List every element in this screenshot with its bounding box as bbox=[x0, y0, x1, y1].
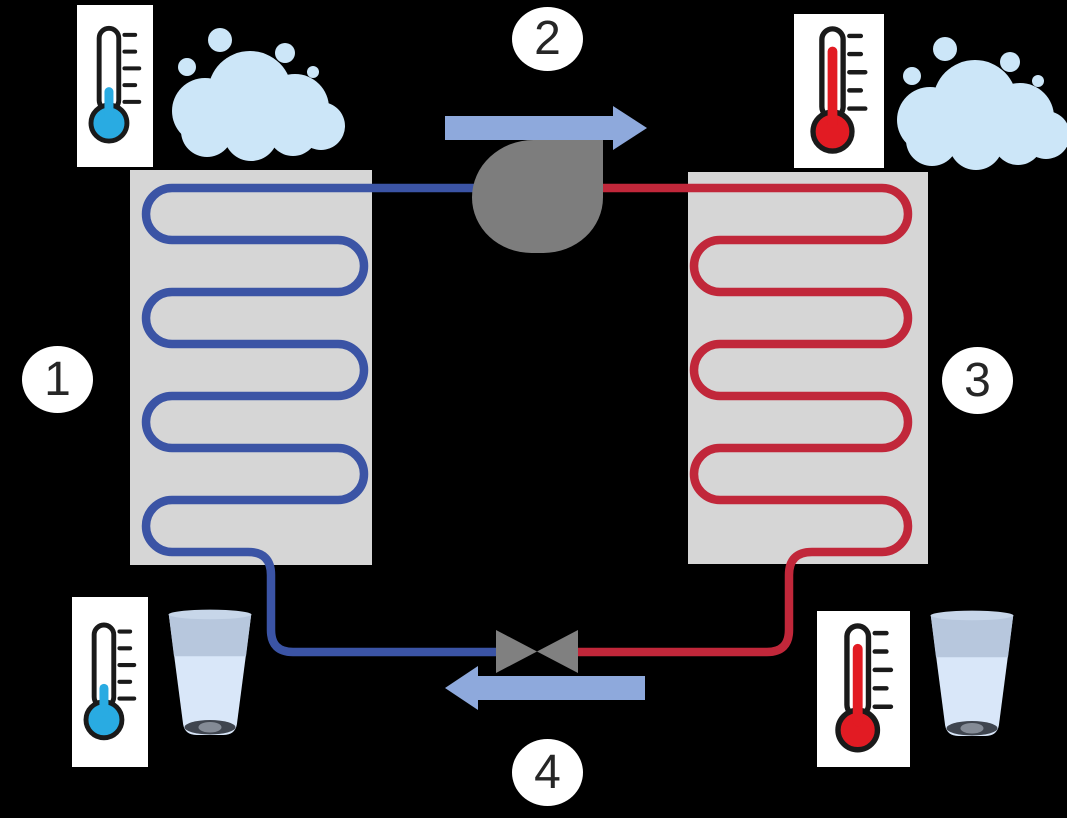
hot-thermometer-card-top bbox=[794, 14, 884, 168]
evaporator-coil-icon bbox=[141, 183, 537, 657]
step-badge-2: 2 bbox=[512, 7, 583, 71]
step-badge-4: 4 bbox=[512, 739, 583, 806]
water-glass-icon bbox=[168, 609, 252, 735]
water-glass-icon bbox=[930, 610, 1014, 736]
cold-thermometer-card-top bbox=[77, 5, 153, 167]
compressor-icon bbox=[472, 140, 603, 253]
condenser-coil-icon bbox=[537, 183, 913, 657]
hot-thermometer-icon bbox=[834, 623, 893, 753]
hot-thermometer-card-bottom bbox=[817, 611, 910, 767]
cold-thermometer-card-bottom bbox=[72, 597, 148, 767]
cloud-icon bbox=[172, 28, 345, 161]
arrow-left-icon bbox=[445, 666, 645, 710]
step-badge-2-label: 2 bbox=[534, 12, 561, 65]
hot-thermometer-icon bbox=[810, 26, 868, 154]
step-badge-4-label: 4 bbox=[534, 745, 561, 799]
expansion-valve-icon bbox=[496, 630, 578, 673]
step-badge-1: 1 bbox=[22, 346, 93, 413]
step-badge-1-label: 1 bbox=[44, 352, 71, 406]
step-badge-3-label: 3 bbox=[964, 353, 991, 407]
cold-thermometer-icon bbox=[83, 622, 137, 740]
step-badge-3: 3 bbox=[942, 347, 1013, 414]
cold-thermometer-icon bbox=[88, 26, 142, 145]
cloud-icon bbox=[897, 37, 1067, 170]
arrow-right-icon bbox=[445, 106, 647, 150]
